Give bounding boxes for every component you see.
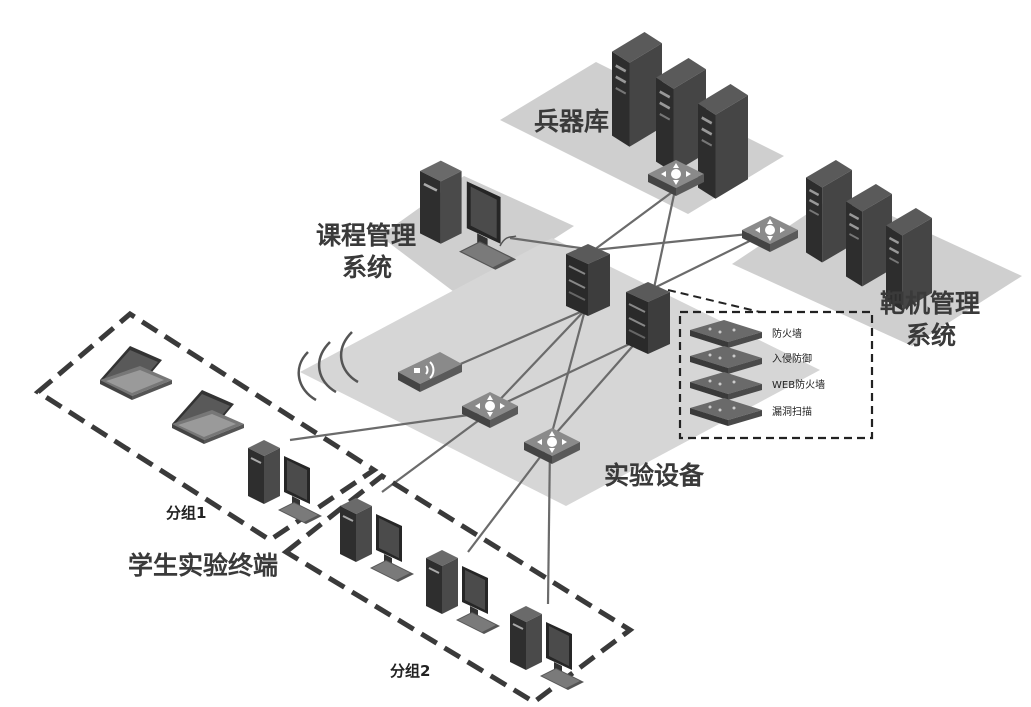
security-device-ips: 入侵防御 xyxy=(772,352,812,365)
target-management-label-line2: 系统 xyxy=(906,321,956,350)
group1-label: 分组1 xyxy=(166,504,206,522)
core-rack-2 xyxy=(625,281,671,355)
group1-pc xyxy=(247,439,323,525)
security-devices-box xyxy=(678,310,874,440)
student-terminals-label: 学生实验终端 xyxy=(128,551,278,580)
group1-laptop-2 xyxy=(172,390,244,444)
target-management-label-line1: 靶机管理 xyxy=(880,289,980,318)
security-device-vuln-scanner: 漏洞扫描 xyxy=(772,405,812,418)
lab-equipment-label: 实验设备 xyxy=(604,461,705,490)
group1-laptop-1 xyxy=(100,346,172,400)
group2-pc-3 xyxy=(509,605,585,691)
group2-pc-2 xyxy=(425,549,501,635)
core-rack-1 xyxy=(565,243,611,317)
network-links xyxy=(289,189,769,605)
course-management-label-line2: 系统 xyxy=(342,253,392,282)
group2-label: 分组2 xyxy=(390,662,430,680)
security-device-firewall: 防火墙 xyxy=(772,327,802,340)
rack-to-devices-callout xyxy=(667,289,761,313)
wireless-access-point xyxy=(398,352,462,392)
arsenal-label: 兵器库 xyxy=(534,107,609,136)
security-device-waf: WEB防火墙 xyxy=(772,378,825,391)
wireless-signal-waves xyxy=(297,331,359,402)
group1-boundary xyxy=(33,310,379,543)
group2-pc-1 xyxy=(339,497,415,583)
course-management-label-line1: 课程管理 xyxy=(316,221,416,250)
course-management-pc xyxy=(418,159,518,272)
